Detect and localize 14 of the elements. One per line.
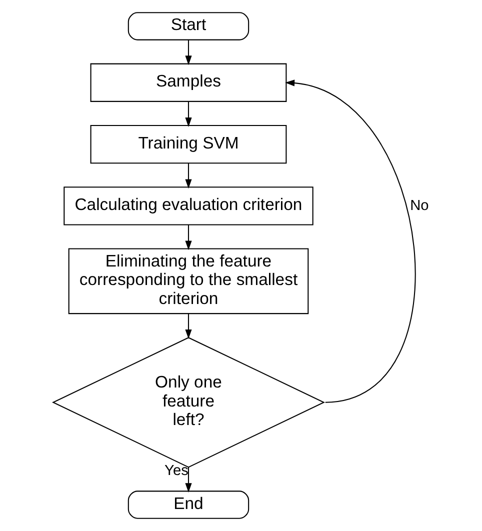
node-box: Training SVM [90, 124, 287, 164]
node-box: End [128, 490, 250, 519]
node-box: Calculating evaluation criterion [64, 186, 314, 226]
arrow [185, 225, 192, 250]
node-box: Samples [90, 63, 287, 102]
arrow [185, 102, 192, 127]
edge-label: No [410, 198, 429, 214]
arrow [285, 80, 416, 403]
arrow [185, 467, 192, 493]
arrow [185, 40, 192, 66]
node-box: Eliminating the feature corresponding to the smallest criterion [68, 248, 309, 314]
arrow [185, 163, 192, 189]
arrow [185, 314, 192, 339]
node-box: Start [128, 12, 250, 40]
